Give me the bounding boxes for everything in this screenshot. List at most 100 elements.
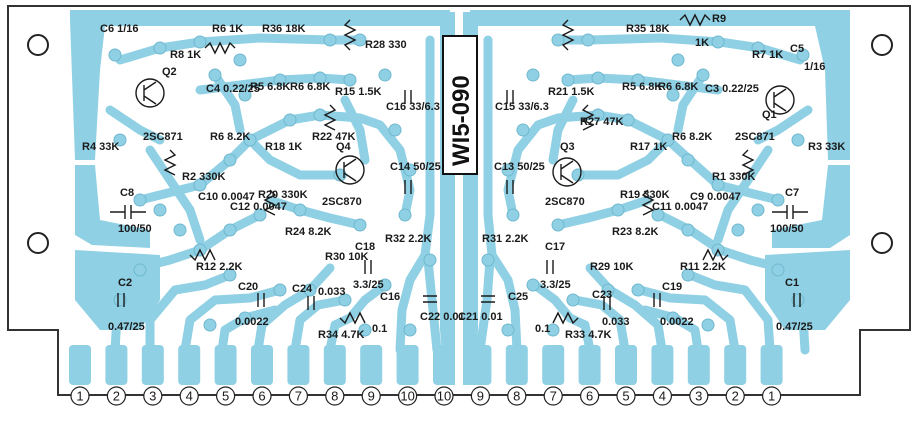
pin-number-circle	[579, 386, 600, 406]
connector-finger-left-9	[360, 345, 383, 385]
resistor-r22	[323, 104, 337, 131]
capacitor-c24	[307, 296, 315, 310]
label-r31: R31 2.2K	[482, 233, 529, 245]
label-c25v: 0.1	[535, 323, 550, 335]
label-r12: R12 2.2K	[196, 261, 243, 273]
label-r6c: R6 8.2K	[210, 131, 250, 143]
label-c18: C18	[355, 241, 375, 253]
resistor-r34	[339, 311, 366, 325]
label-c19v: 0.0022	[660, 316, 694, 328]
label-c7: C7	[785, 187, 799, 199]
connector-finger-left-3	[141, 345, 164, 385]
transistor-q1-symbol	[765, 85, 795, 115]
label-r22: R22 47K	[312, 131, 355, 143]
label-c14: C14 50/25	[390, 161, 441, 173]
label-r6d: R6 8.2K	[672, 131, 712, 143]
label-q4: Q4	[336, 141, 352, 153]
pin-number-right-5: 5	[622, 389, 629, 404]
labels-right: R35 18K R9 1K R7 1K C5 1/16 C15 33/6.3 R…	[482, 13, 845, 341]
connector-finger-left-6	[251, 345, 273, 385]
label-c4: C4 0.22/25	[206, 83, 260, 95]
label-c12: C12 0.0047	[230, 201, 287, 213]
capacitor-c23	[603, 296, 611, 310]
label-c15: C15 33/6.3	[495, 101, 549, 113]
label-c6: C6 1/16	[100, 23, 139, 35]
pin-number-circle	[143, 386, 163, 406]
label-c11: C11 0.0047	[652, 201, 708, 213]
pin-number-circle	[543, 386, 563, 406]
pin-number-left-2: 2	[113, 389, 120, 404]
label-r36: R36 18K	[262, 23, 305, 35]
label-r35: R35 18K	[626, 23, 669, 35]
capacitor-c17	[546, 260, 554, 274]
capacitor-c13	[506, 180, 514, 194]
label-c16bv: 0.1	[372, 323, 387, 335]
label-r27: R27 47K	[580, 116, 623, 128]
label-r34: R34 4.7K	[318, 329, 365, 341]
label-c2: C2	[118, 277, 132, 289]
label-r15: R15 1.5K	[335, 86, 382, 98]
connector-finger-right-8	[505, 345, 528, 385]
transistor-q3-symbol	[552, 157, 582, 187]
label-c2v: 0.47/25	[108, 321, 145, 333]
resistor-r19	[641, 189, 655, 216]
mounting-hole	[27, 232, 49, 254]
label-c20: C20	[238, 281, 258, 293]
label-r33: R33 4.7K	[565, 329, 612, 341]
label-r5: R5 6.8K	[250, 81, 290, 93]
label-c9: C9 0.0047	[690, 191, 741, 203]
label-r32: R32 2.2K	[385, 233, 432, 245]
resistor-r35	[679, 13, 711, 27]
connector-finger-left-1	[69, 345, 91, 385]
pin-number-circle	[179, 386, 199, 406]
label-c13: C13 50/25	[494, 161, 545, 173]
label-c24: C24	[292, 283, 313, 295]
pin-number-right-10: 10	[437, 389, 451, 404]
label-c18v: 3.3/25	[353, 279, 384, 291]
pin-number-circle	[507, 386, 527, 406]
pin-number-left-3: 3	[149, 389, 156, 404]
label-c16: C16 33/6.3	[386, 101, 440, 113]
label-c5: C5	[790, 43, 804, 55]
board-id: WI5-090	[448, 75, 475, 166]
label-r7: R7 1K	[752, 49, 783, 61]
pin-number-circle	[216, 386, 236, 406]
label-r23: R23 8.2K	[612, 226, 659, 238]
capacitor-c22	[423, 295, 437, 303]
label-r29: R29 10K	[590, 261, 633, 273]
label-c7v: 100/50	[770, 223, 804, 235]
label-r8: R8 1K	[170, 49, 201, 61]
capacitor-c1	[793, 293, 801, 307]
connector-finger-right-5	[615, 345, 637, 385]
label-q1-type: 2SC871	[735, 131, 775, 143]
component-symbols	[110, 13, 808, 325]
resistor-r11	[702, 248, 729, 262]
pin-number-right-7: 7	[550, 389, 557, 404]
label-r20: R20 330K	[258, 189, 308, 201]
capacitor-c18	[364, 260, 372, 274]
label-c23: C23	[592, 289, 612, 301]
pin-number-circle	[470, 386, 490, 406]
mounting-hole	[27, 34, 49, 56]
label-r6b: R6 6.8K	[290, 81, 330, 93]
label-c8: C8	[120, 187, 134, 199]
label-c23v: 0.033	[602, 316, 630, 328]
resistor-r6	[204, 41, 236, 55]
label-r6: R6 1K	[212, 23, 243, 35]
mounting-holes	[27, 34, 893, 254]
label-c1v: 0.47/25	[776, 321, 813, 333]
label-r6: R6 6.8K	[658, 81, 698, 93]
mounting-hole	[871, 232, 893, 254]
label-c8v: 100/50	[118, 223, 152, 235]
label-c1: C1	[785, 277, 799, 289]
label-r2: R2 330K	[182, 171, 225, 183]
resistor-r12	[189, 248, 216, 262]
label-r5: R5 6.8K	[622, 81, 662, 93]
pin-number-circle	[70, 386, 90, 406]
label-r1: R1 330K	[712, 171, 755, 183]
connector-finger-right-1	[760, 345, 783, 385]
solder-pads	[108, 33, 810, 337]
connector-finger-right-9	[469, 345, 492, 385]
pin-number-left-8: 8	[331, 389, 338, 404]
resistor-r2	[163, 149, 177, 176]
